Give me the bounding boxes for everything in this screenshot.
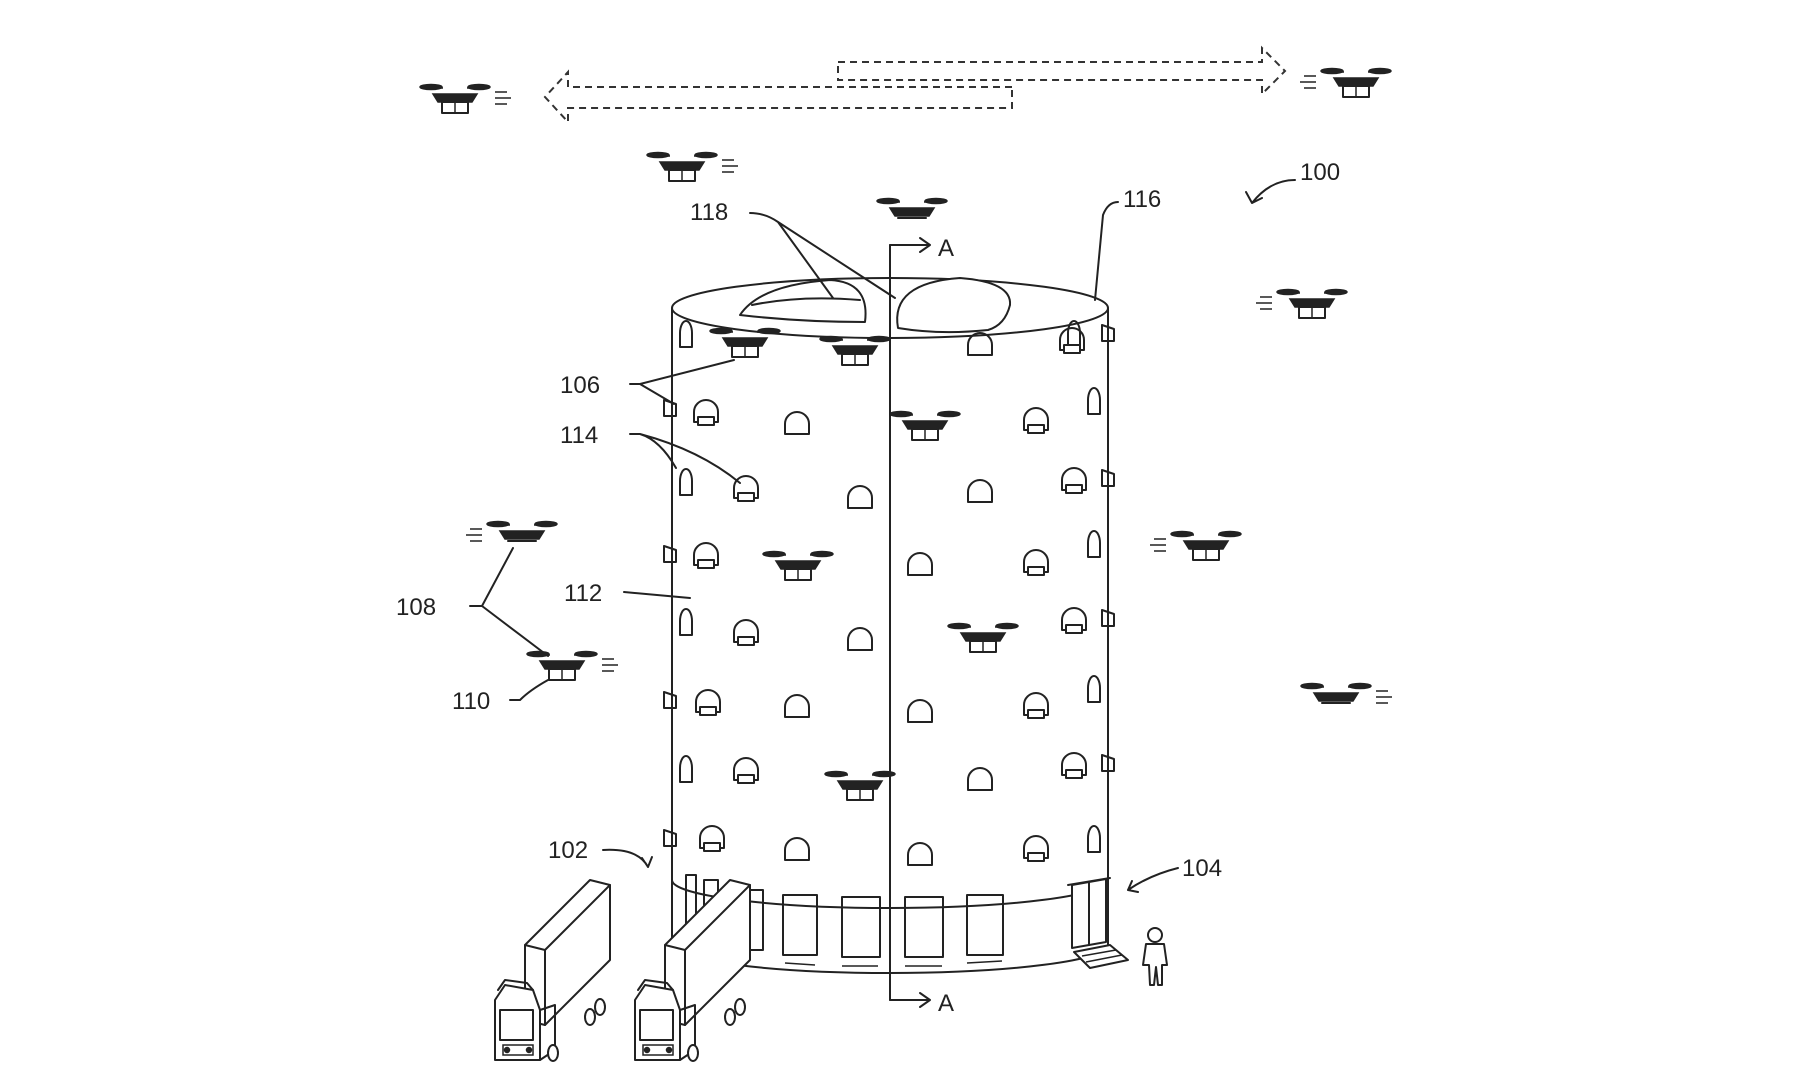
truck-left — [494, 879, 611, 1062]
label-section-top: A — [938, 235, 954, 262]
reference-labels: 100 116 118 A 106 114 112 108 110 102 10… — [396, 159, 1340, 1017]
flight-path-arrows — [543, 45, 1287, 125]
fulfillment-tower — [663, 237, 1129, 1008]
label-system: 100 — [1300, 159, 1340, 186]
label-bays: 106 — [560, 372, 600, 399]
label-exterior: 112 — [564, 580, 602, 607]
dome-left — [739, 279, 867, 323]
label-outbound-area: 104 — [1182, 855, 1222, 882]
label-domes: 118 — [690, 199, 728, 226]
dome-right — [896, 277, 1012, 334]
label-section-bottom: A — [938, 990, 954, 1017]
leader-lines — [469, 179, 1296, 893]
person — [1142, 927, 1168, 986]
label-inbound-area: 102 — [548, 837, 588, 864]
label-roof: 116 — [1123, 186, 1161, 213]
label-openings: 114 — [560, 422, 598, 449]
label-package: 110 — [452, 688, 490, 715]
entrance-door — [1067, 877, 1129, 969]
label-uav: 108 — [396, 594, 436, 621]
truck-right — [634, 879, 751, 1062]
